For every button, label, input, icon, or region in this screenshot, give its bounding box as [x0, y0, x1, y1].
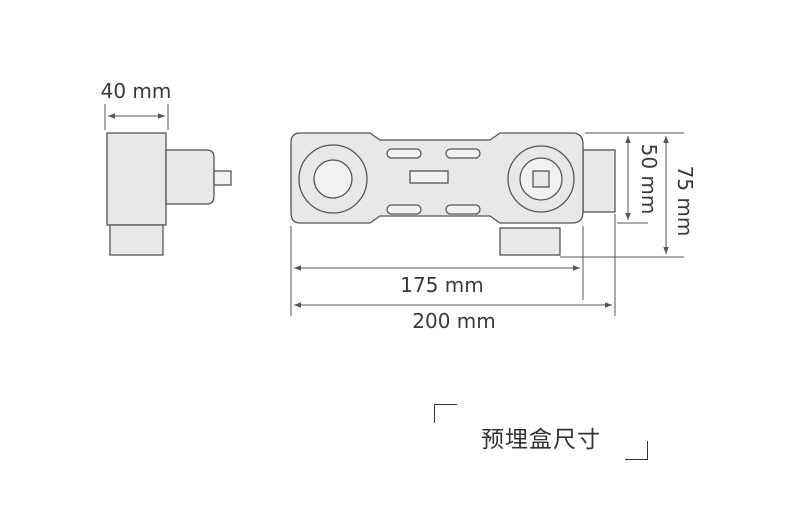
mounting-slot	[445, 148, 481, 159]
mounting-slot	[386, 148, 422, 159]
dimension-75mm-label: 75 mm	[673, 166, 697, 237]
front-view	[290, 132, 616, 256]
caption-corner-bottom-right	[625, 441, 648, 460]
caption-box: 预埋盒尺寸	[434, 404, 648, 460]
caption-text: 预埋盒尺寸	[481, 427, 601, 453]
dimension-200mm-label: 200 mm	[412, 309, 496, 333]
dimension-175mm-label: 175 mm	[400, 273, 484, 297]
dimension-40mm	[104, 104, 169, 130]
side-view-body	[106, 132, 167, 226]
front-view-right-connector	[582, 149, 616, 213]
left-valve-core	[313, 159, 353, 199]
center-slot	[409, 170, 449, 184]
right-valve-square	[532, 170, 550, 188]
side-view-stem	[213, 170, 232, 186]
mounting-slot	[445, 204, 481, 215]
side-view-base	[109, 224, 164, 256]
mounting-slot	[386, 204, 422, 215]
side-view	[106, 132, 232, 256]
caption-corner-top-left	[434, 404, 457, 423]
dimension-50mm-label: 50 mm	[637, 144, 661, 215]
dimension-40mm-label: 40 mm	[101, 79, 172, 103]
dimension-height	[560, 132, 684, 258]
dimension-length	[290, 214, 616, 316]
side-view-valve	[165, 149, 215, 205]
front-view-lower-connector	[499, 227, 561, 256]
